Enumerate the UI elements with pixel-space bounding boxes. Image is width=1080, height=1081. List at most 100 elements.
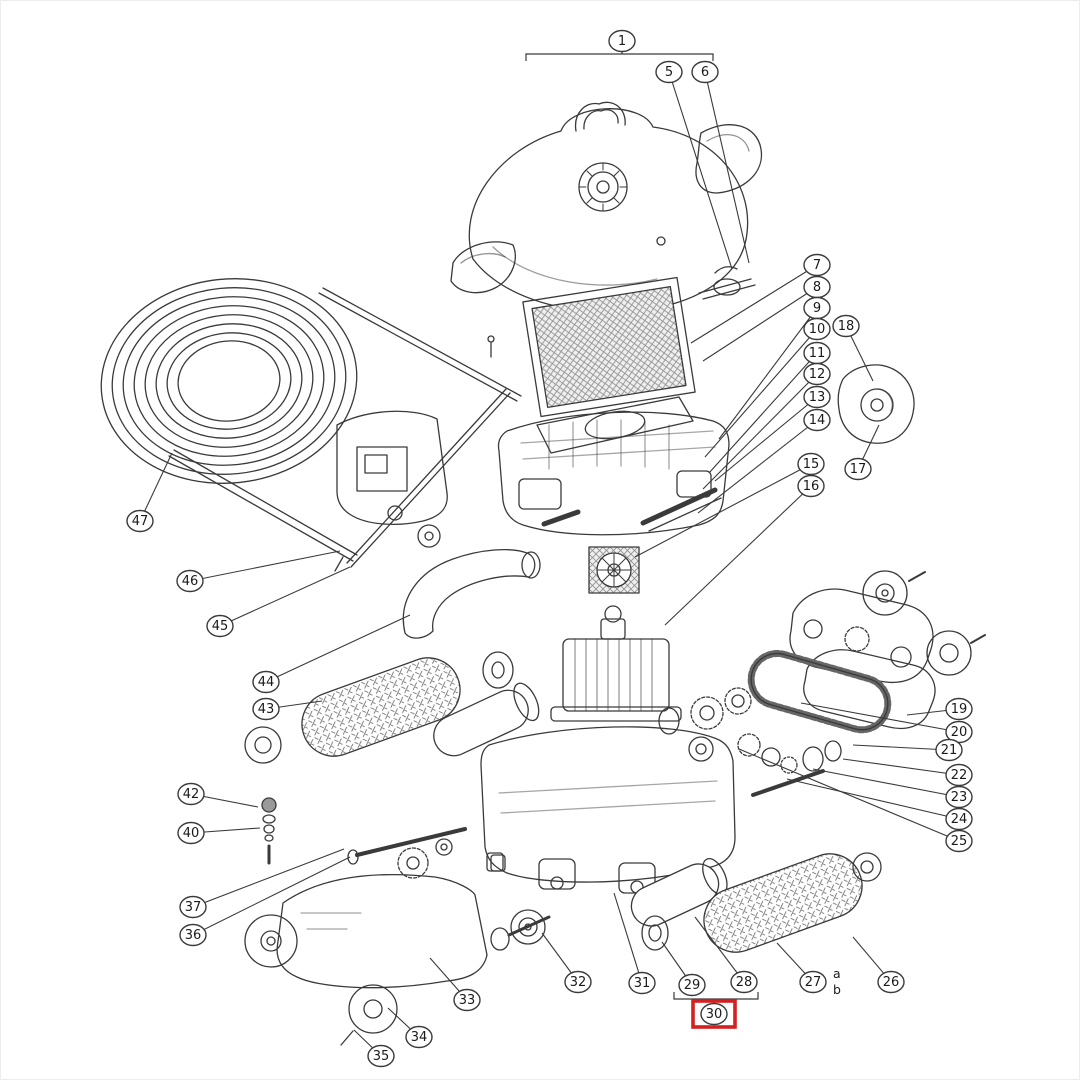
svg-text:36: 36 [185, 928, 202, 943]
svg-text:22: 22 [951, 768, 968, 783]
callout-13[interactable]: 13 [714, 385, 831, 482]
callout-40[interactable]: 40 [177, 821, 261, 845]
callout-7[interactable]: 7 [690, 253, 831, 344]
svg-text:15: 15 [803, 457, 820, 472]
svg-text:21: 21 [941, 743, 958, 758]
svg-text:28: 28 [736, 975, 753, 990]
callout-31[interactable]: 31 [613, 892, 656, 995]
callout-30[interactable]: 30 [700, 1002, 728, 1026]
cover-flap [695, 124, 763, 194]
callout-47[interactable]: 47 [126, 452, 173, 533]
svg-text:34: 34 [411, 1030, 428, 1045]
svg-text:7: 7 [813, 258, 821, 273]
callout-23[interactable]: 23 [812, 768, 973, 809]
svg-text:37: 37 [185, 900, 202, 915]
svg-text:9: 9 [813, 301, 821, 316]
small-gears-bottom [397, 838, 506, 879]
callout-46[interactable]: 46 [176, 550, 341, 593]
callout-18[interactable]: 18 [832, 314, 874, 382]
sub-label-a: a [833, 966, 841, 981]
callout-28[interactable]: 28 [694, 916, 758, 994]
drive-assembly-right [747, 570, 986, 734]
svg-text:26: 26 [883, 975, 900, 990]
svg-text:1: 1 [618, 34, 626, 49]
svg-text:23: 23 [951, 790, 968, 805]
lower-body [480, 726, 736, 894]
svg-text:13: 13 [809, 390, 826, 405]
callout-43[interactable]: 43 [252, 697, 323, 721]
axle-rod [347, 827, 467, 865]
tube-left [433, 682, 540, 757]
flange-part [837, 364, 915, 444]
svg-text:10: 10 [809, 322, 826, 337]
gear-stack [658, 687, 842, 797]
svg-text:46: 46 [182, 574, 199, 589]
callout-14[interactable]: 14 [697, 408, 831, 514]
svg-text:33: 33 [459, 993, 476, 1008]
svg-text:42: 42 [183, 787, 200, 802]
hose-coil [100, 278, 522, 562]
svg-text:40: 40 [183, 826, 200, 841]
callout-17[interactable]: 17 [844, 424, 880, 481]
svg-text:45: 45 [212, 619, 229, 634]
callout-21[interactable]: 21 [852, 738, 963, 762]
callout-26[interactable]: 26 [852, 936, 905, 994]
hardware-stack [261, 797, 277, 865]
svg-text:6: 6 [701, 65, 709, 80]
svg-text:43: 43 [258, 702, 275, 717]
motor-block [550, 605, 682, 722]
callout-44[interactable]: 44 [252, 614, 411, 694]
sub-label-b: b [833, 982, 841, 997]
svg-text:8: 8 [813, 280, 821, 295]
callout-37[interactable]: 37 [179, 848, 345, 919]
callout-19[interactable]: 19 [906, 697, 973, 721]
screw-bars [541, 487, 722, 532]
pulley-stack [490, 909, 551, 951]
callout-36[interactable]: 36 [179, 856, 351, 947]
callout-34[interactable]: 34 [387, 1007, 433, 1049]
svg-text:44: 44 [258, 675, 275, 690]
callout-12[interactable]: 12 [702, 362, 831, 490]
svg-text:47: 47 [132, 514, 149, 529]
svg-text:16: 16 [803, 479, 820, 494]
brush-roller-left [244, 651, 514, 764]
callout-29[interactable]: 29 [661, 941, 706, 997]
mid-body [497, 411, 730, 536]
svg-text:19: 19 [951, 702, 968, 717]
callout-33[interactable]: 33 [429, 957, 481, 1012]
svg-text:12: 12 [809, 367, 826, 382]
handle-curve [402, 549, 541, 639]
callout-5[interactable]: 5 [655, 60, 733, 270]
bracket-for-1 [525, 51, 714, 61]
bearing-wheel [641, 915, 669, 951]
callout-45[interactable]: 45 [206, 566, 351, 638]
svg-text:24: 24 [951, 812, 968, 827]
callout-24[interactable]: 24 [786, 778, 973, 831]
small-screw [487, 335, 495, 358]
callout-25[interactable]: 25 [738, 748, 973, 853]
svg-text:20: 20 [951, 725, 968, 740]
callout-27[interactable]: 27 [776, 942, 827, 994]
callout-32[interactable]: 32 [541, 932, 592, 994]
callout-20[interactable]: 20 [800, 702, 973, 744]
top-cover [468, 101, 749, 313]
clamp-part [698, 266, 756, 300]
feed-rod [334, 388, 511, 572]
parts-artwork [100, 101, 986, 1046]
callout-16[interactable]: 16 [664, 474, 825, 626]
callout-22[interactable]: 22 [842, 758, 973, 787]
svg-text:17: 17 [850, 462, 867, 477]
callout-6[interactable]: 6 [691, 60, 750, 264]
callout-42[interactable]: 42 [177, 782, 259, 808]
svg-text:30: 30 [706, 1007, 723, 1022]
svg-text:31: 31 [634, 976, 651, 991]
callout-35[interactable]: 35 [353, 1029, 395, 1068]
svg-text:18: 18 [838, 319, 855, 334]
callout-15[interactable]: 15 [634, 452, 825, 558]
callout-11[interactable]: 11 [708, 341, 831, 474]
callout-8[interactable]: 8 [702, 275, 831, 362]
callout-10[interactable]: 10 [704, 317, 831, 458]
svg-text:25: 25 [951, 834, 968, 849]
callout-1[interactable]: 1 [608, 29, 636, 53]
